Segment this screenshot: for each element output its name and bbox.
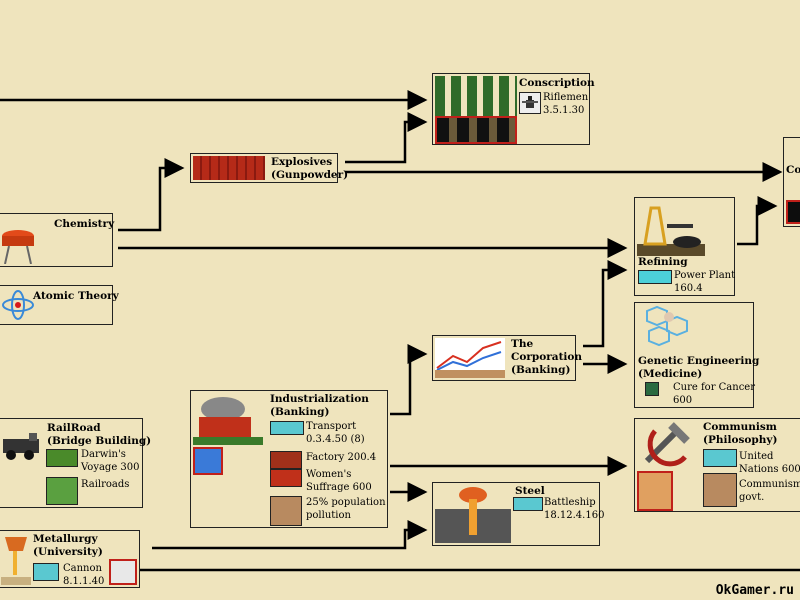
- tech-genetic-engineering-title: Genetic Engineering: [638, 355, 760, 367]
- tech-corporation-prereq: (Banking): [511, 364, 571, 376]
- locomotive-image: [1, 431, 43, 461]
- flask-image: [1, 224, 35, 265]
- tech-conscription[interactable]: Conscription Riflemen 3.5.1.30: [432, 73, 595, 145]
- tech-industrialization[interactable]: Industrialization (Banking) Transport 0.…: [190, 390, 388, 528]
- tech-chemistry[interactable]: Chemistry: [0, 213, 115, 267]
- atom-image: [1, 288, 35, 322]
- steel-mill-image: [435, 485, 511, 543]
- factory-image: [193, 393, 263, 445]
- cannon-stats: 8.1.1.40: [63, 576, 105, 587]
- tech-corporation-title-line1: The: [511, 338, 534, 350]
- pollution-advisor-icon: [270, 496, 302, 526]
- tech-railroad[interactable]: RailRoad (Bridge Building) Darwin's Voya…: [0, 418, 151, 508]
- tech-metallurgy[interactable]: Metallurgy (University) Cannon 8.1.1.40: [0, 530, 140, 588]
- railroads-label: Railroads: [81, 479, 130, 490]
- cure-for-cancer-label: Cure for Cancer: [673, 382, 756, 393]
- pollution-line2: pollution: [306, 510, 351, 521]
- tech-conscription-title: Conscription: [519, 77, 595, 89]
- tech-industrialization-prereq: (Banking): [270, 406, 330, 418]
- tech-chemistry-title: Chemistry: [54, 218, 115, 230]
- tech-metallurgy-title: Metallurgy: [33, 533, 98, 545]
- riflemen-stats: 3.5.1.30: [543, 105, 585, 116]
- tech-communism[interactable]: Communism (Philosophy) United Nations 60…: [634, 418, 800, 512]
- cannon-label: Cannon: [63, 563, 102, 574]
- transport-ship-image: [193, 447, 223, 475]
- womens-suffrage-line1: Women's: [306, 469, 352, 480]
- pyramid-image: [637, 471, 673, 511]
- transport-icon: [270, 421, 304, 435]
- tech-explosives-title: Explosives: [271, 156, 333, 168]
- tech-railroad-title: RailRoad: [47, 422, 101, 434]
- cure-for-cancer-icon: [645, 382, 659, 396]
- oil-derrick-image: [637, 200, 705, 256]
- cannon-icon: [33, 563, 59, 581]
- tech-refining-title: Refining: [638, 256, 688, 268]
- united-nations-icon: [703, 449, 737, 467]
- watermark: OkGamer.ru: [715, 583, 794, 598]
- battleship-label: Battleship: [544, 497, 596, 508]
- communism-govt-line1: Communism: [739, 479, 800, 490]
- dynamite-image: [193, 156, 265, 180]
- cure-for-cancer-cost: 600: [673, 395, 693, 406]
- cannon-unit-image: [109, 559, 137, 585]
- darwins-voyage-line1: Darwin's: [81, 449, 126, 460]
- tech-partial-right-edge-title: Co: [786, 164, 800, 176]
- darwins-voyage-line2: Voyage 300: [81, 462, 140, 473]
- womens-suffrage-line2: Suffrage 600: [306, 482, 372, 493]
- transport-stats: 0.3.4.50 (8): [306, 434, 365, 445]
- riflemen-label: Riflemen: [543, 92, 589, 103]
- molten-metal-image: [1, 533, 31, 585]
- united-nations-line1: United: [739, 451, 774, 462]
- communism-govt-icon: [703, 473, 737, 507]
- tech-genetic-engineering[interactable]: Genetic Engineering (Medicine) Cure for …: [634, 302, 759, 408]
- tech-explosives[interactable]: Explosives (Gunpowder): [190, 153, 348, 183]
- transport-label: Transport: [306, 421, 357, 432]
- tech-communism-prereq: (Philosophy): [703, 434, 778, 446]
- tech-genetic-engineering-prereq: (Medicine): [638, 368, 703, 380]
- womens-suffrage-icon: [270, 469, 302, 487]
- tech-corporation-title-line2: Corporation: [511, 351, 583, 363]
- partial-unit-image: [786, 200, 800, 224]
- tech-metallurgy-prereq: (University): [33, 546, 103, 558]
- riflemen-units-image: [435, 116, 517, 144]
- riflemen-icon: [519, 92, 541, 114]
- factory-label: Factory 200.4: [306, 452, 377, 463]
- dna-molecule-image: [637, 305, 703, 349]
- tech-steel[interactable]: Steel Battleship 18.12.4.160: [432, 482, 604, 546]
- tech-the-corporation[interactable]: The Corporation (Banking): [432, 335, 582, 381]
- riflemen-squad-image: [435, 76, 517, 118]
- darwins-voyage-icon: [46, 449, 78, 467]
- tech-atomic-theory[interactable]: Atomic Theory: [0, 285, 119, 325]
- tech-steel-title: Steel: [515, 485, 545, 497]
- tech-partial-right-edge[interactable]: Co: [783, 137, 800, 227]
- battleship-stats: 18.12.4.160: [544, 510, 605, 521]
- battleship-icon: [513, 497, 543, 511]
- communism-govt-line2: govt.: [739, 492, 765, 503]
- corporation-chart-image: [435, 338, 505, 378]
- railroads-icon: [46, 477, 78, 505]
- tech-atomic-theory-title: Atomic Theory: [33, 290, 119, 302]
- pollution-line1: 25% population: [306, 497, 386, 508]
- power-plant-label: Power Plant: [674, 270, 736, 281]
- power-plant-cost: 160.4: [674, 283, 703, 294]
- factory-icon: [270, 451, 302, 469]
- tech-railroad-prereq: (Bridge Building): [47, 435, 152, 447]
- power-plant-icon: [638, 270, 672, 284]
- tech-communism-title: Communism: [703, 421, 777, 433]
- tech-explosives-prereq: (Gunpowder): [271, 169, 349, 181]
- united-nations-line2: Nations 600: [739, 464, 800, 475]
- tech-industrialization-title: Industrialization: [270, 393, 369, 405]
- hammer-sickle-image: [637, 421, 699, 471]
- tech-refining[interactable]: Refining Power Plant 160.4: [634, 197, 735, 296]
